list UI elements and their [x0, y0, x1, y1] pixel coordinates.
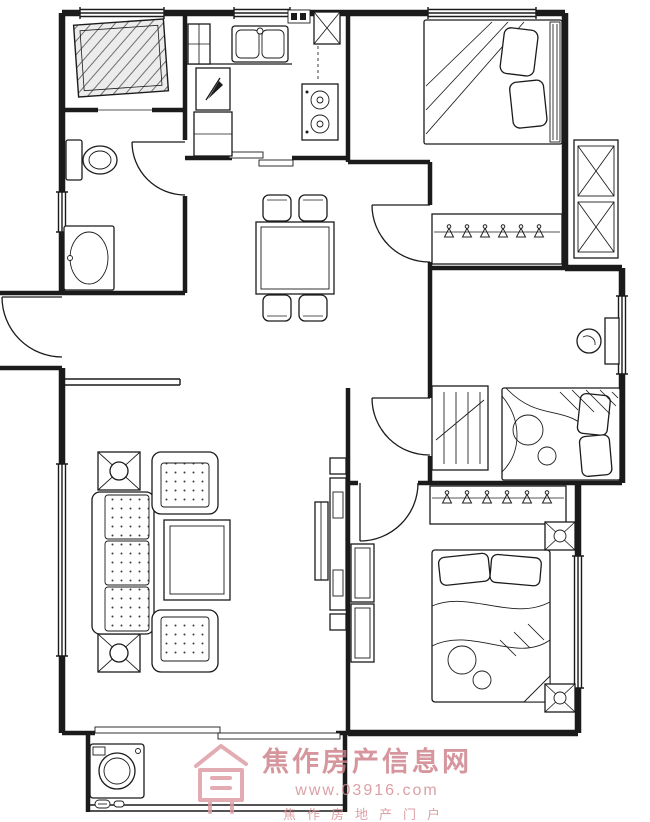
nightstand	[544, 521, 576, 551]
wardrobe	[431, 385, 489, 471]
double-bed	[423, 19, 563, 145]
side-table	[97, 451, 141, 491]
wardrobe	[429, 485, 567, 525]
dining-chair	[298, 194, 328, 222]
floor-drain	[94, 799, 125, 809]
side-table	[97, 633, 141, 673]
armchair	[151, 451, 219, 515]
double-bed	[431, 549, 551, 703]
bedroom2-door	[371, 397, 431, 456]
bedroom2	[431, 317, 621, 481]
hatched-platform	[72, 18, 170, 98]
kitchen-sink	[231, 25, 289, 63]
bedroom3-door	[359, 482, 419, 542]
sofa	[91, 491, 155, 635]
bedroom1	[423, 19, 563, 265]
kitchen-sliding-door	[228, 151, 294, 167]
armchair	[151, 609, 219, 673]
bathroom-door	[131, 141, 186, 196]
wardrobe	[431, 213, 563, 265]
toilet	[65, 139, 118, 181]
balcony-sliding-door	[94, 726, 341, 740]
refrigerator	[187, 23, 211, 65]
coffee-table	[163, 519, 231, 601]
washing-machine	[89, 743, 145, 799]
nightstand	[544, 683, 576, 713]
wash-basin	[63, 225, 115, 291]
dining-area	[255, 194, 335, 322]
dining-chair	[298, 294, 328, 322]
dining-chair	[262, 194, 292, 222]
tv-cabinet	[314, 457, 347, 631]
double-bed	[501, 387, 621, 481]
dining-chair	[262, 294, 292, 322]
flue-shaft	[313, 11, 341, 82]
bedroom1-door	[371, 204, 431, 263]
flue-label	[287, 9, 311, 24]
kitchen-counter	[193, 111, 233, 157]
ac-platform	[573, 139, 619, 259]
bathroom	[63, 139, 118, 291]
dressing-table	[604, 317, 620, 365]
interior-walls	[0, 13, 622, 812]
entry-partition	[62, 378, 181, 386]
kitchen	[186, 9, 341, 157]
gas-stove	[301, 83, 339, 141]
living-room	[91, 451, 347, 673]
cutting-board	[195, 67, 231, 111]
dining-table	[255, 221, 335, 295]
balcony	[89, 743, 145, 809]
cabinet	[350, 543, 375, 663]
dressing-stool	[576, 328, 602, 354]
bedroom3	[350, 485, 576, 713]
entrance-door	[1, 296, 63, 358]
